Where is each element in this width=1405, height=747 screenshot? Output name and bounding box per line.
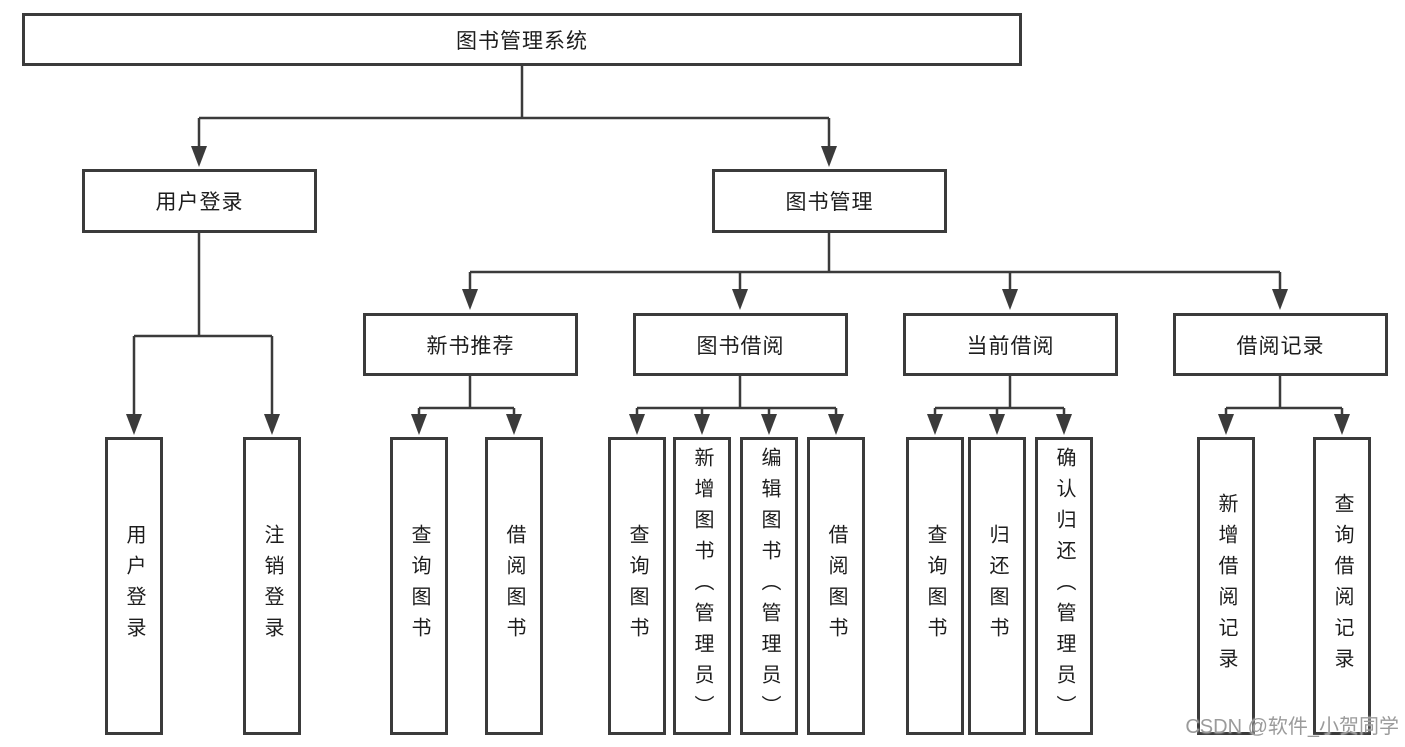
node-label: 图书管理	[785, 191, 874, 214]
node-label: 确认归还（管理员）	[1053, 446, 1075, 726]
node-label: 编辑图书（管理员）	[758, 446, 780, 726]
node-book-management: 图书管理	[712, 169, 947, 233]
node-label: 注销登录	[261, 524, 283, 648]
node-label: 用户登录	[155, 191, 244, 214]
node-label: 查询借阅记录	[1331, 493, 1353, 679]
node-label: 新增借阅记录	[1215, 493, 1237, 679]
leaf-user-login: 用户登录	[105, 437, 163, 735]
leaf-query-books-current: 查询图书	[906, 437, 964, 735]
node-label: 查询图书	[626, 524, 648, 648]
node-new-book-recommend: 新书推荐	[363, 313, 578, 376]
leaf-add-book-admin: 新增图书（管理员）	[673, 437, 731, 735]
leaf-add-borrow-record: 新增借阅记录	[1197, 437, 1255, 735]
node-book-borrow: 图书借阅	[633, 313, 848, 376]
node-current-borrow: 当前借阅	[903, 313, 1118, 376]
node-library-system: 图书管理系统	[22, 13, 1022, 66]
node-label: 借阅图书	[503, 524, 525, 648]
leaf-query-borrow-record: 查询借阅记录	[1313, 437, 1371, 735]
node-borrow-records: 借阅记录	[1173, 313, 1388, 376]
node-label: 图书管理系统	[456, 29, 588, 53]
leaf-confirm-return-admin: 确认归还（管理员）	[1035, 437, 1093, 735]
node-label: 新增图书（管理员）	[691, 446, 713, 726]
leaf-query-books-recommend: 查询图书	[390, 437, 448, 735]
leaf-logout: 注销登录	[243, 437, 301, 735]
node-label: 借阅记录	[1236, 334, 1325, 358]
node-label: 借阅图书	[825, 524, 847, 648]
node-user-login: 用户登录	[82, 169, 317, 233]
leaf-edit-book-admin: 编辑图书（管理员）	[740, 437, 798, 735]
node-label: 查询图书	[924, 524, 946, 648]
node-label: 用户登录	[123, 524, 145, 648]
node-label: 图书借阅	[696, 334, 785, 358]
csdn-watermark: CSDN @软件_小贺同学	[1185, 716, 1399, 738]
node-label: 查询图书	[408, 524, 430, 648]
node-label: 新书推荐	[426, 334, 515, 358]
leaf-query-books-borrow: 查询图书	[608, 437, 666, 735]
leaf-borrow-books-borrow: 借阅图书	[807, 437, 865, 735]
leaf-return-book: 归还图书	[968, 437, 1026, 735]
node-label: 当前借阅	[966, 334, 1055, 358]
leaf-borrow-books-recommend: 借阅图书	[485, 437, 543, 735]
node-label: 归还图书	[986, 524, 1008, 648]
